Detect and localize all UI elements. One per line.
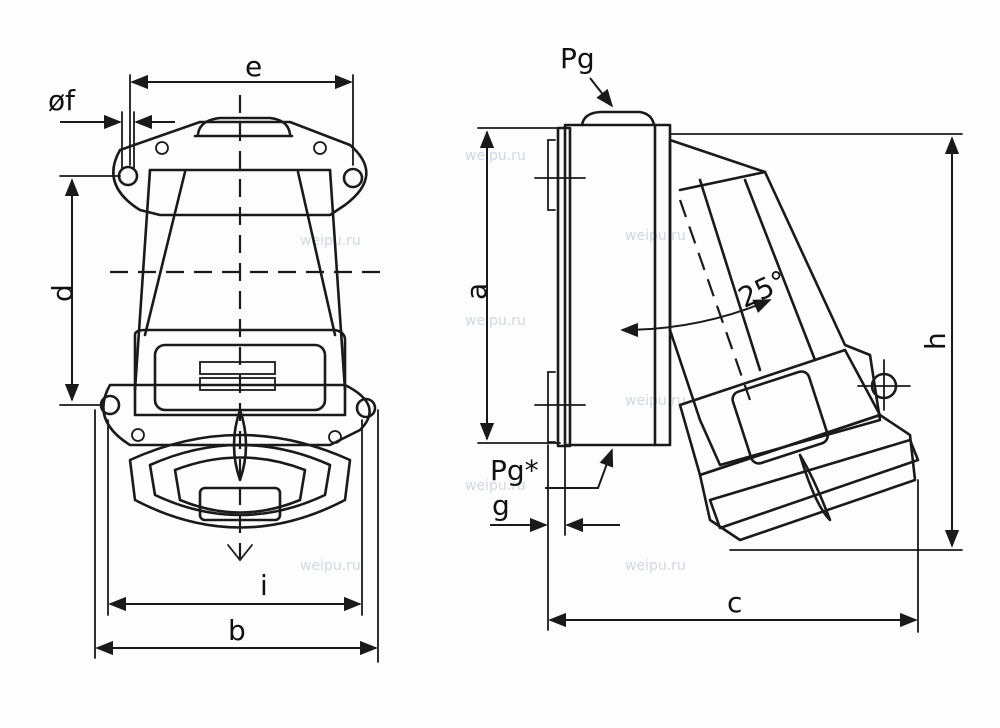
label-angle: 25° [733, 264, 792, 315]
front-view: e øf d i b [46, 50, 380, 663]
watermark-6: weipu.ru [465, 478, 526, 494]
latch [232, 408, 248, 482]
screw-bottom-right-icon [328, 430, 342, 444]
body-inner [143, 170, 337, 337]
socket-inner-2 [743, 178, 817, 362]
label-e: e [245, 50, 262, 83]
screw-top-left-icon [155, 141, 169, 155]
top-flange [112, 120, 368, 217]
label-g: g [492, 489, 510, 522]
socket-inner-1 [678, 170, 767, 192]
label-d: d [46, 284, 79, 302]
pg-star-leader [545, 448, 614, 489]
side-tab-bottom [547, 371, 556, 443]
socket-angled-body [668, 138, 882, 467]
angle-axis-line [678, 199, 752, 401]
label-phi-f: øf [48, 84, 76, 117]
label-pg-top: Pg [560, 42, 595, 75]
top-cap [196, 116, 292, 136]
label-c: c [727, 586, 742, 619]
socket-inner-3 [698, 178, 762, 372]
mounting-hole-bottom-left-icon [99, 394, 121, 416]
screw-bottom-left-icon [131, 428, 145, 442]
mounting-hole-bottom-right-icon [355, 397, 377, 419]
watermark-2: weipu.ru [300, 233, 361, 249]
watermark-7: weipu.ru [300, 558, 361, 574]
label-b: b [228, 614, 246, 647]
screw-top-right-icon [313, 141, 327, 155]
body-outline [133, 168, 347, 392]
mounting-hole-top-right-icon [342, 167, 364, 189]
face-plate [133, 328, 347, 417]
label-a: a [460, 283, 493, 300]
socket-face [173, 456, 307, 514]
slot-2 [199, 377, 276, 391]
label-pg-star: Pg* [490, 454, 539, 487]
socket-side-window [731, 370, 830, 465]
watermark-1: weipu.ru [465, 148, 526, 164]
label-h: h [919, 332, 952, 350]
pg-top-leader [589, 77, 614, 108]
socket-housing [128, 433, 352, 529]
socket-cap [698, 413, 917, 542]
label-i: i [260, 569, 268, 602]
angle-arc [620, 299, 772, 338]
watermark-8: weipu.ru [625, 558, 686, 574]
side-tab-top [547, 139, 556, 211]
socket-cap-front [708, 438, 920, 530]
slot-1 [199, 361, 276, 375]
bottom-flange [102, 383, 371, 447]
side-latch [798, 453, 832, 522]
mounting-hole-top-left-icon [117, 165, 139, 187]
side-view: 25° a h Pg Pg* g c [460, 42, 963, 633]
side-top-cap [580, 110, 656, 127]
watermark-4: weipu.ru [465, 313, 526, 329]
